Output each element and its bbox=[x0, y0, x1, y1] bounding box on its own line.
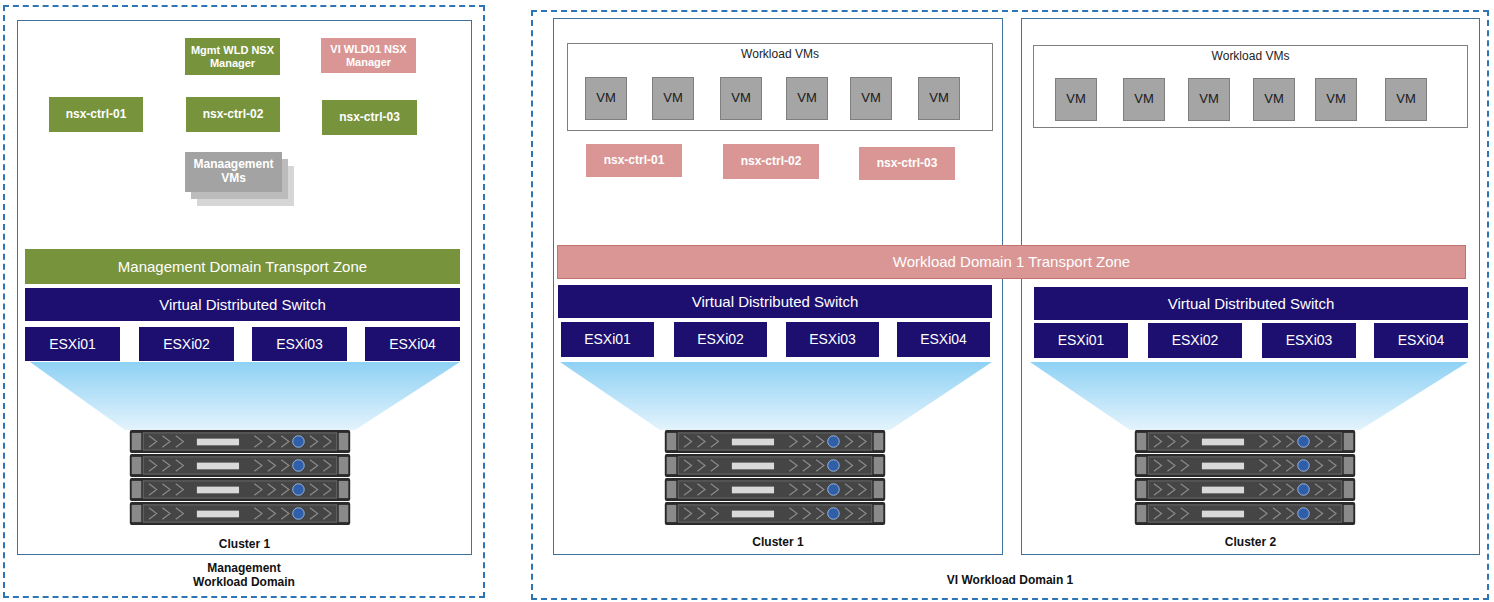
node-label: Manaagement VMs bbox=[188, 158, 279, 186]
nsx-controller-box: nsx-ctrl-02 bbox=[186, 97, 280, 132]
distributed-switch-bar: Virtual Distributed Switch bbox=[558, 285, 992, 318]
node-label: VM bbox=[929, 91, 949, 106]
node-label: VM bbox=[731, 91, 751, 106]
nsx-controller-box: nsx-ctrl-03 bbox=[859, 147, 955, 180]
vm-box: VM bbox=[720, 77, 762, 120]
nsx-manager-box: VI WLD01 NSX Manager bbox=[321, 38, 416, 73]
esxi-host-box: ESXi04 bbox=[1374, 323, 1468, 358]
node-label: Virtual Distributed Switch bbox=[692, 293, 858, 310]
esxi-host-box: ESXi01 bbox=[1034, 323, 1128, 358]
node-label: ESXi02 bbox=[1172, 332, 1219, 348]
node-label: ESXi03 bbox=[809, 331, 856, 347]
transport-zone-band: Management Domain Transport Zone bbox=[25, 249, 460, 284]
distributed-switch-bar: Virtual Distributed Switch bbox=[1034, 287, 1468, 320]
node-label: Management Domain Transport Zone bbox=[118, 258, 367, 275]
nsx-controller-box: nsx-ctrl-01 bbox=[49, 97, 143, 132]
nsx-controller-box: nsx-ctrl-01 bbox=[586, 144, 682, 177]
node-label: ESXi04 bbox=[389, 336, 436, 352]
esxi-host-box: ESXi02 bbox=[139, 327, 234, 361]
node-label: nsx-ctrl-03 bbox=[339, 111, 400, 125]
node-label: ESXi03 bbox=[1286, 332, 1333, 348]
cluster-box: Cluster 1 Mgmt WLD NSX Manager VI WLD01 NS… bbox=[17, 20, 472, 555]
node-label: nsx-ctrl-02 bbox=[203, 108, 264, 122]
vm-box: VM bbox=[1385, 78, 1427, 121]
esxi-host-box: ESXi04 bbox=[365, 327, 460, 361]
vm-box: VM bbox=[918, 77, 960, 120]
node-label: nsx-ctrl-01 bbox=[604, 154, 665, 168]
node-label: nsx-ctrl-02 bbox=[741, 155, 802, 169]
node-label: VM bbox=[1326, 92, 1346, 107]
cluster-box: Cluster 1 Workload VMsVM VM VM VM VM VM nsx-ctr… bbox=[553, 18, 1003, 555]
vm-box: VM bbox=[1188, 78, 1230, 121]
node-label: ESXi02 bbox=[163, 336, 210, 352]
node-label: VM bbox=[861, 91, 881, 106]
vm-box: VM bbox=[1315, 78, 1357, 121]
node-label: VM bbox=[797, 91, 817, 106]
esxi-host-box: ESXi03 bbox=[252, 327, 347, 361]
vm-group-box: Workload VMsVM VM VM VM VM VM bbox=[567, 43, 993, 131]
node-label: Virtual Distributed Switch bbox=[1168, 295, 1334, 312]
vm-box: VM bbox=[652, 77, 694, 120]
node-label: Mgmt WLD NSX Manager bbox=[188, 44, 277, 69]
esxi-host-box: ESXi01 bbox=[25, 327, 120, 361]
esxi-host-box: ESXi01 bbox=[561, 322, 654, 357]
node-label: Management Workload Domain bbox=[179, 562, 309, 590]
node-label: Virtual Distributed Switch bbox=[159, 296, 325, 313]
node-label: nsx-ctrl-03 bbox=[877, 157, 938, 171]
esxi-host-box: ESXi02 bbox=[1148, 323, 1242, 358]
transport-zone-band: Workload Domain 1 Transport Zone bbox=[557, 245, 1466, 279]
domain-boundary: Management Workload Domain Cluster 1 Mgmt … bbox=[3, 5, 485, 598]
node-label: ESXi01 bbox=[49, 336, 96, 352]
vm-box: VM bbox=[850, 77, 892, 120]
distributed-switch-bar: Virtual Distributed Switch bbox=[25, 288, 460, 321]
esxi-host-box: ESXi04 bbox=[897, 322, 990, 357]
esxi-host-box: ESXi02 bbox=[674, 322, 767, 357]
node-label: ESXi04 bbox=[1398, 332, 1445, 348]
node-label: VI Workload Domain 1 bbox=[533, 574, 1487, 588]
node-label: ESXi03 bbox=[276, 336, 323, 352]
node-label: Workload VMs bbox=[1034, 50, 1467, 64]
node-label: nsx-ctrl-01 bbox=[66, 108, 127, 122]
vm-box: VM bbox=[1123, 78, 1165, 121]
vm-box: VM bbox=[786, 77, 828, 120]
node-label: VM bbox=[663, 91, 683, 106]
node-label: VI WLD01 NSX Manager bbox=[324, 43, 413, 68]
node-label: VM bbox=[1264, 92, 1284, 107]
vm-group-box: Workload VMsVM VM VM VM VM VM bbox=[1033, 45, 1468, 128]
domain-boundary: VI Workload Domain 1 Cluster 1 Workload VM… bbox=[531, 10, 1489, 600]
vm-box: VM bbox=[1055, 78, 1097, 121]
node-label: VM bbox=[1199, 92, 1219, 107]
node-label: VM bbox=[596, 91, 616, 106]
node-label: VM bbox=[1134, 92, 1154, 107]
nsx-controller-box: nsx-ctrl-03 bbox=[322, 100, 417, 135]
vm-box: VM bbox=[1253, 78, 1295, 121]
esxi-host-box: ESXi03 bbox=[1262, 323, 1356, 358]
node-label: VM bbox=[1396, 92, 1416, 107]
node-label: ESXi01 bbox=[584, 331, 631, 347]
nsx-manager-box: Mgmt WLD NSX Manager bbox=[185, 38, 280, 75]
node-label: ESXi01 bbox=[1058, 332, 1105, 348]
node-label: Cluster 2 bbox=[1022, 536, 1479, 550]
management-vm-stack: Manaagement VMs bbox=[185, 152, 282, 192]
node-label: Workload Domain 1 Transport Zone bbox=[893, 253, 1130, 270]
node-label: VM bbox=[1066, 92, 1086, 107]
esxi-host-box: ESXi03 bbox=[786, 322, 879, 357]
node-label: Workload VMs bbox=[568, 48, 992, 62]
node-label: ESXi02 bbox=[697, 331, 744, 347]
node-label: ESXi04 bbox=[920, 331, 967, 347]
vm-box: VM bbox=[585, 77, 627, 120]
nsx-controller-box: nsx-ctrl-02 bbox=[723, 144, 819, 179]
cluster-box: Cluster 2 Workload VMsVM VM VM VM VM VM Virtual… bbox=[1021, 18, 1480, 555]
node-label: Cluster 1 bbox=[554, 536, 1002, 550]
node-label: Cluster 1 bbox=[18, 538, 471, 552]
